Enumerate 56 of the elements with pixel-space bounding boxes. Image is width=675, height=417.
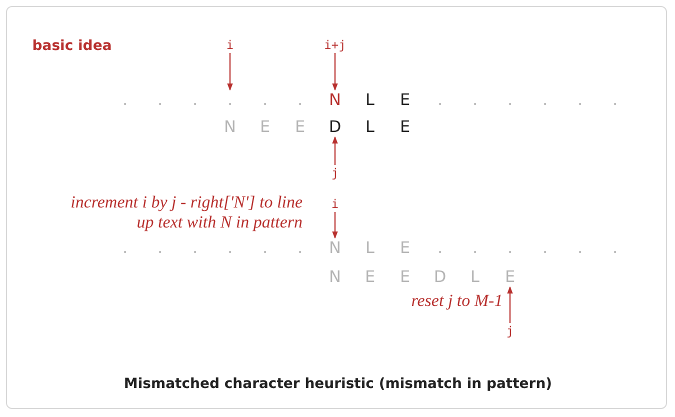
text-character: . (542, 92, 548, 108)
pattern-character: E (400, 269, 410, 285)
pattern-character: E (260, 119, 270, 135)
text-character: . (577, 240, 583, 256)
text-character: . (122, 92, 128, 108)
pattern-character: E (364, 269, 376, 285)
pattern-character: E (400, 119, 410, 135)
annotation-text: increment i by j - right['N'] to line up text with N in pattern (70, 192, 302, 232)
text-character: . (472, 92, 478, 108)
pattern-character: D (434, 269, 446, 285)
pattern-character: D (328, 119, 342, 135)
text-character: . (612, 240, 618, 256)
text-character: . (542, 240, 548, 256)
pointer-arrow (332, 53, 338, 91)
pattern-character: L (366, 119, 374, 135)
text-character: E (400, 240, 410, 256)
pattern-character: N (224, 119, 236, 135)
pattern-character: E (294, 119, 306, 135)
text-character: . (507, 240, 513, 256)
text-character: . (227, 92, 233, 108)
text-character: . (227, 240, 233, 256)
index-label: i (331, 198, 339, 210)
annotation-text: reset j to M-1 (411, 291, 503, 311)
text-character: . (472, 240, 478, 256)
text-character: . (262, 240, 268, 256)
pattern-character: L (470, 269, 480, 285)
text-character: L (366, 92, 374, 108)
text-character: . (437, 240, 443, 256)
text-character: . (577, 92, 583, 108)
index-label: i (226, 39, 234, 51)
text-character: . (437, 92, 443, 108)
index-label: i+j (324, 39, 346, 51)
pattern-character: E (504, 269, 516, 285)
caption: Mismatched character heuristic (mismatch in pattern) (124, 377, 552, 391)
text-character: . (192, 92, 198, 108)
pointer-arrow (332, 212, 338, 239)
text-character: . (612, 92, 618, 108)
pattern-character: N (329, 269, 341, 285)
text-character: . (157, 92, 163, 108)
text-character: . (157, 240, 163, 256)
pointer-arrow (332, 136, 338, 165)
mismatched-character: N (329, 92, 341, 108)
text-character: . (122, 240, 128, 256)
pointer-arrow (507, 286, 513, 323)
text-character: L (366, 240, 374, 256)
pointer-arrow (227, 53, 233, 91)
text-character: . (262, 92, 268, 108)
text-character: . (297, 92, 303, 108)
index-label: j (331, 167, 339, 179)
section-heading: basic idea (32, 39, 112, 53)
text-character: . (507, 92, 513, 108)
text-character: E (400, 92, 410, 108)
index-label: j (506, 325, 514, 337)
text-character: N (329, 240, 341, 256)
text-character: . (192, 240, 198, 256)
text-character: . (297, 240, 303, 256)
